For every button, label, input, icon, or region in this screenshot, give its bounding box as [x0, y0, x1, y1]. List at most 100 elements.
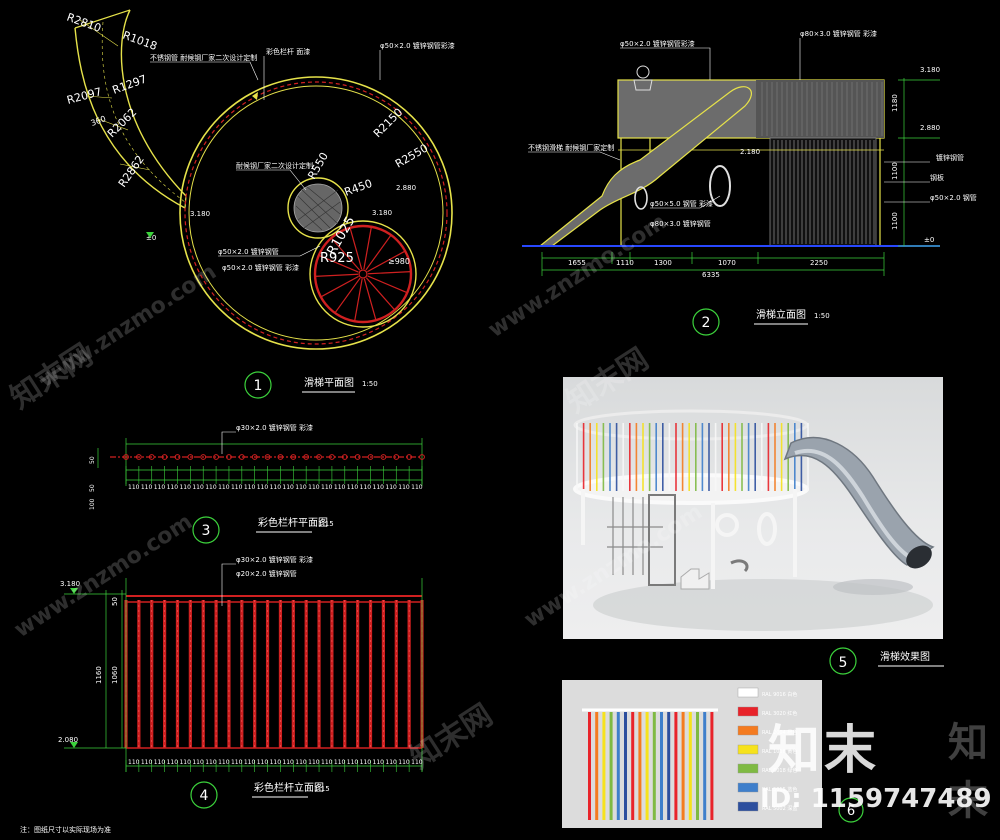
color-swatch — [737, 706, 759, 717]
elevation-view: 1655 1110 1300 1070 2250 6335 3.180 2.88… — [522, 29, 977, 336]
view-number-circle — [829, 647, 857, 675]
radius-label: R2097 — [65, 85, 103, 107]
slide-outer-edge — [74, 27, 186, 209]
view-title: 滑梯效果图 — [880, 650, 930, 663]
slide-inner-edge — [120, 9, 187, 197]
rail-post — [341, 454, 348, 460]
rail-post — [251, 454, 258, 460]
stair-tread — [367, 250, 406, 273]
note-label: 不锈钢管 耐候钢厂家二次设计定制 — [150, 53, 257, 62]
rail-post — [174, 454, 181, 460]
rail-bar — [317, 600, 321, 748]
view-number: 6 — [847, 804, 855, 819]
rail-post — [135, 454, 142, 460]
dim-label: 110 — [167, 759, 179, 766]
swatch-label: RAL 6018 绿色 — [762, 767, 797, 774]
legend-bar — [681, 712, 685, 820]
stair-tread — [334, 277, 361, 314]
dim-label: 110 — [205, 484, 217, 491]
dim-label: 110 — [128, 484, 140, 491]
dim-label: 110 — [411, 484, 423, 491]
view-title: 滑梯立面图 — [756, 308, 806, 321]
legend-bar — [660, 712, 663, 820]
dim-label: 110 — [398, 484, 410, 491]
legend-bar — [674, 712, 678, 820]
rail-bar — [291, 600, 295, 748]
dim-total: 6335 — [702, 271, 720, 279]
elevation-label: 3.180 — [920, 66, 940, 74]
note-label: φ50×2.0 钢管 — [930, 193, 977, 202]
dim-label: 110 — [295, 759, 307, 766]
rail-post — [329, 454, 335, 460]
rail-post — [238, 454, 245, 460]
rail-post — [303, 454, 310, 460]
view-title: 滑梯平面图 — [304, 376, 354, 389]
outer-ring — [179, 76, 453, 350]
watermark-id: ID: 1159747489 — [760, 784, 992, 814]
note-label: 钢板 — [930, 173, 944, 182]
legend-bar — [696, 712, 699, 820]
view-number-circle — [692, 308, 720, 336]
dim-label: 110 — [282, 484, 294, 491]
rail-bar — [150, 600, 154, 748]
stair-tread — [367, 271, 411, 275]
dim-label: 110 — [373, 759, 385, 766]
radius-label: R2810 — [65, 11, 103, 35]
dim-label: 110 — [295, 484, 307, 491]
radius-label: R1297 — [111, 72, 149, 96]
rail-bar — [356, 600, 360, 748]
dim-label: 110 — [308, 484, 320, 491]
view-number-circle — [838, 797, 864, 823]
dim-label: 110 — [244, 484, 256, 491]
dim-label: 1300 — [654, 259, 672, 267]
climbing-ring — [709, 165, 731, 207]
dim-label: 1110 — [616, 259, 634, 267]
legend-bar — [710, 712, 714, 820]
legend-bar — [624, 712, 627, 820]
rail-post — [367, 454, 374, 460]
dim-label: 110 — [282, 759, 294, 766]
note-label: 耐候钢厂家二次设计定制 — [236, 161, 313, 170]
rail-bar — [214, 600, 218, 748]
legend-bar — [638, 712, 642, 820]
dim-label: 110 — [192, 759, 204, 766]
elevation-label: 3.180 — [190, 210, 210, 218]
dim-label: 110 — [192, 484, 204, 491]
view-scale: 1:50 — [814, 312, 830, 320]
view-number-circle — [244, 371, 272, 399]
legend-bar — [588, 712, 591, 820]
dim-label: 1060 — [111, 666, 119, 684]
rail-post — [393, 454, 400, 460]
dim-label: 110 — [385, 484, 397, 491]
note-label: φ20×2.0 镀锌钢管 — [236, 569, 297, 578]
rail-post — [226, 454, 232, 460]
swatch-label: RAL 3020 红色 — [762, 710, 797, 717]
note-label: φ50×2.0 镀锌钢管彩漆 — [380, 41, 455, 50]
dim-label: ≥980 — [388, 257, 410, 266]
dim-label: 110 — [308, 759, 320, 766]
view-number: 3 — [202, 523, 211, 539]
radius-label: R1018 — [121, 29, 159, 53]
dim-label: 110 — [347, 759, 359, 766]
legend-bar — [645, 712, 649, 820]
dim-label: 50 — [89, 456, 96, 464]
color-swatch — [737, 687, 759, 698]
elevation-label: 2.880 — [920, 124, 940, 132]
watermark-logo: 知末 — [768, 721, 881, 781]
dim-label: 1100 — [891, 162, 899, 180]
legend-bar — [595, 712, 599, 820]
dim-label: 1160 — [95, 666, 103, 684]
dim-label: 50 — [111, 597, 119, 606]
rail-post — [187, 454, 194, 460]
dim-label: 110 — [244, 759, 256, 766]
swatch-label: RAL 1018 黄色 — [762, 748, 797, 755]
view-title: 彩色栏杆平面图 — [258, 516, 328, 529]
dim-label: 110 — [321, 759, 333, 766]
view-number-circle — [192, 516, 220, 544]
note-label: 镀锌钢管 — [936, 153, 964, 162]
dim-label: 100 — [89, 498, 96, 510]
rail-bar — [137, 600, 141, 748]
dim-label: 110 — [231, 759, 243, 766]
